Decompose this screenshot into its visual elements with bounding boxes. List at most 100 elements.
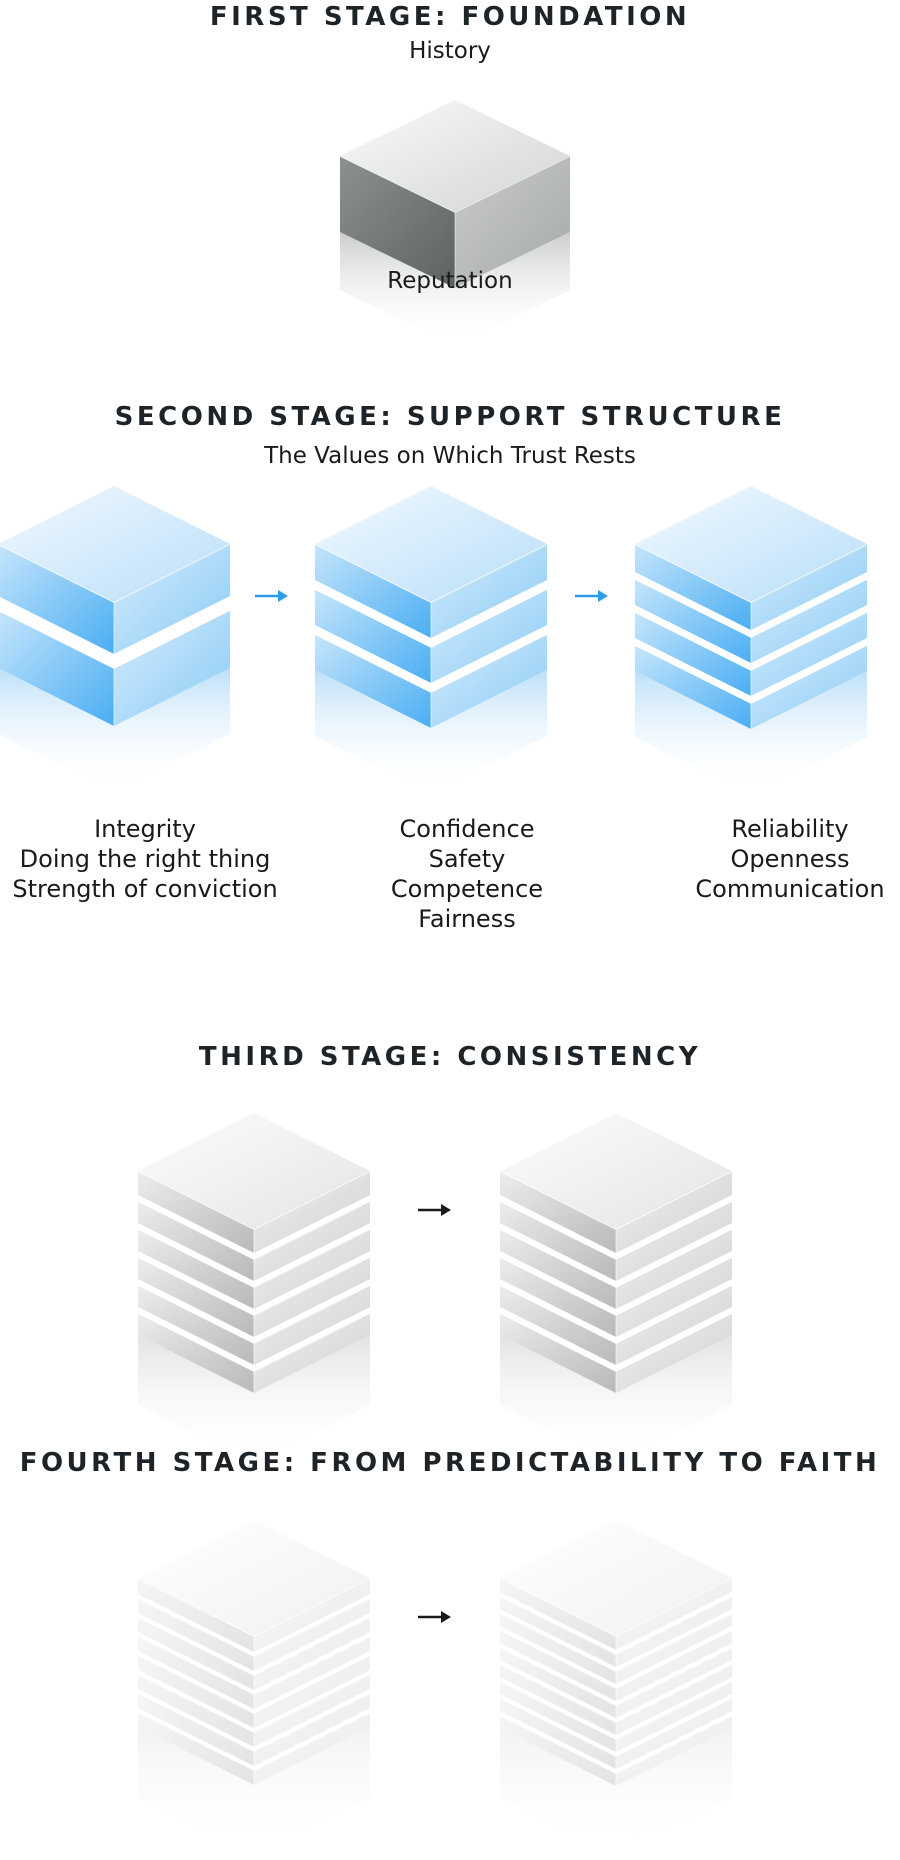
stage-3-block-left bbox=[137, 1113, 371, 1463]
stage-3-block-right bbox=[499, 1113, 733, 1463]
block-layer-left-face bbox=[500, 1664, 616, 1735]
block-layer-left-face bbox=[500, 1681, 616, 1752]
block-layer-left-face bbox=[635, 544, 751, 630]
block-layer-left-face bbox=[0, 545, 114, 654]
right-arrow-icon bbox=[255, 590, 288, 602]
block-layer-right-face bbox=[616, 1578, 732, 1650]
block-layer-right-face bbox=[616, 1715, 732, 1786]
block-layer-right-face bbox=[616, 1613, 732, 1684]
block-layer-left-face bbox=[138, 1171, 254, 1253]
block-reflection bbox=[340, 232, 570, 346]
block-layer-left-face bbox=[500, 1630, 616, 1701]
block-layer-left-face bbox=[138, 1229, 254, 1309]
stage-2-block-three-layers bbox=[314, 486, 548, 794]
caption-line: Doing the right thing bbox=[19, 845, 271, 873]
caption-line: Integrity bbox=[94, 815, 196, 843]
block-layer-right-face bbox=[254, 1693, 370, 1766]
block-layer-left-face bbox=[500, 1715, 616, 1786]
stage-4-title: FOURTH STAGE: FROM PREDICTABILITY TO FAI… bbox=[19, 1448, 881, 1478]
block-layer-right-face bbox=[114, 544, 230, 654]
block-top-face bbox=[0, 486, 230, 602]
stage-2-subtitle: The Values on Which Trust Rests bbox=[264, 443, 636, 469]
block-layer-right-face bbox=[616, 1313, 732, 1393]
block-layer-right-face bbox=[751, 544, 867, 630]
block-reflection bbox=[315, 670, 547, 794]
block-layer-left-face bbox=[500, 1578, 616, 1650]
block-layer-left-face bbox=[500, 1596, 616, 1667]
block-layer-right-face bbox=[455, 156, 570, 288]
stage-2-caption-2: Confidence Safety Competence Fairness bbox=[317, 814, 617, 934]
stage-3-title: THIRD STAGE: CONSISTENCY bbox=[198, 1042, 702, 1072]
block-layer-left-face bbox=[635, 579, 751, 663]
block-layer-right-face bbox=[616, 1698, 732, 1769]
block-layer-right-face bbox=[431, 544, 547, 638]
block-layer-right-face bbox=[616, 1630, 732, 1701]
caption-line: Safety bbox=[428, 845, 506, 873]
block-top-face bbox=[500, 1113, 732, 1229]
block-top-face bbox=[340, 100, 570, 212]
block-layer-left-face bbox=[138, 1313, 254, 1393]
block-layer-right-face bbox=[616, 1257, 732, 1337]
stage-4-block-left bbox=[137, 1520, 371, 1855]
block-layer-right-face bbox=[616, 1229, 732, 1309]
block-layer-right-face bbox=[751, 612, 867, 696]
stage-2-block-four-layers bbox=[634, 486, 868, 795]
caption-line: Reliability bbox=[731, 815, 849, 843]
caption-line: Confidence bbox=[399, 815, 535, 843]
block-layer-right-face bbox=[616, 1664, 732, 1735]
block-top-face bbox=[500, 1520, 732, 1636]
stage-1-title: FIRST STAGE: FOUNDATION bbox=[209, 2, 691, 32]
block-layer-right-face bbox=[254, 1285, 370, 1365]
right-arrow-icon bbox=[418, 1611, 451, 1623]
block-layer-left-face bbox=[500, 1313, 616, 1393]
block-layer-right-face bbox=[254, 1636, 370, 1709]
block-top-face bbox=[138, 1113, 370, 1229]
block-layer-right-face bbox=[616, 1681, 732, 1752]
block-layer-right-face bbox=[254, 1617, 370, 1690]
block-layer-left-face bbox=[315, 634, 431, 728]
block-layer-left-face bbox=[500, 1698, 616, 1769]
stage-1-caption: Reputation bbox=[387, 268, 513, 294]
block-layer-right-face bbox=[254, 1229, 370, 1309]
block-reflection bbox=[500, 1335, 732, 1463]
stage-4-block-right bbox=[499, 1520, 733, 1856]
block-layer-left-face bbox=[138, 1712, 254, 1785]
block-layer-right-face bbox=[616, 1285, 732, 1365]
caption-line: Competence bbox=[390, 875, 544, 903]
right-arrow-icon bbox=[575, 590, 608, 602]
stage-1-subtitle: History bbox=[409, 38, 491, 64]
block-layer-left-face bbox=[500, 1285, 616, 1365]
stage-2-caption-1: Integrity Doing the right thing Strength… bbox=[0, 814, 295, 904]
stage-2-caption-3: Reliability Openness Communication bbox=[640, 814, 900, 904]
block-layer-left-face bbox=[138, 1578, 254, 1652]
caption-line: Fairness bbox=[418, 905, 516, 933]
block-reflection bbox=[0, 668, 230, 792]
block-layer-left-face bbox=[635, 612, 751, 696]
stage-2-block-two-layers bbox=[0, 486, 231, 792]
block-layer-right-face bbox=[254, 1655, 370, 1728]
block-layer-left-face bbox=[315, 544, 431, 638]
block-layer-left-face bbox=[138, 1201, 254, 1281]
block-layer-left-face bbox=[635, 645, 751, 729]
block-layer-left-face bbox=[138, 1285, 254, 1365]
caption-line: Openness bbox=[730, 845, 850, 873]
block-reflection bbox=[138, 1727, 370, 1855]
block-layer-right-face bbox=[616, 1596, 732, 1667]
block-layer-right-face bbox=[431, 589, 547, 683]
block-layer-left-face bbox=[500, 1647, 616, 1718]
block-layer-right-face bbox=[114, 610, 230, 726]
block-layer-left-face bbox=[0, 611, 114, 726]
block-layer-right-face bbox=[616, 1201, 732, 1281]
block-layer-right-face bbox=[616, 1171, 732, 1253]
block-top-face bbox=[635, 486, 867, 602]
block-layer-left-face bbox=[138, 1598, 254, 1671]
block-layer-right-face bbox=[254, 1674, 370, 1747]
block-layer-right-face bbox=[254, 1712, 370, 1785]
block-reflection bbox=[138, 1335, 370, 1463]
right-arrow-icon bbox=[418, 1204, 451, 1216]
block-layer-right-face bbox=[254, 1171, 370, 1253]
block-top-face bbox=[315, 486, 547, 602]
block-reflection bbox=[635, 671, 867, 795]
block-layer-right-face bbox=[431, 634, 547, 728]
block-layer-right-face bbox=[254, 1578, 370, 1652]
